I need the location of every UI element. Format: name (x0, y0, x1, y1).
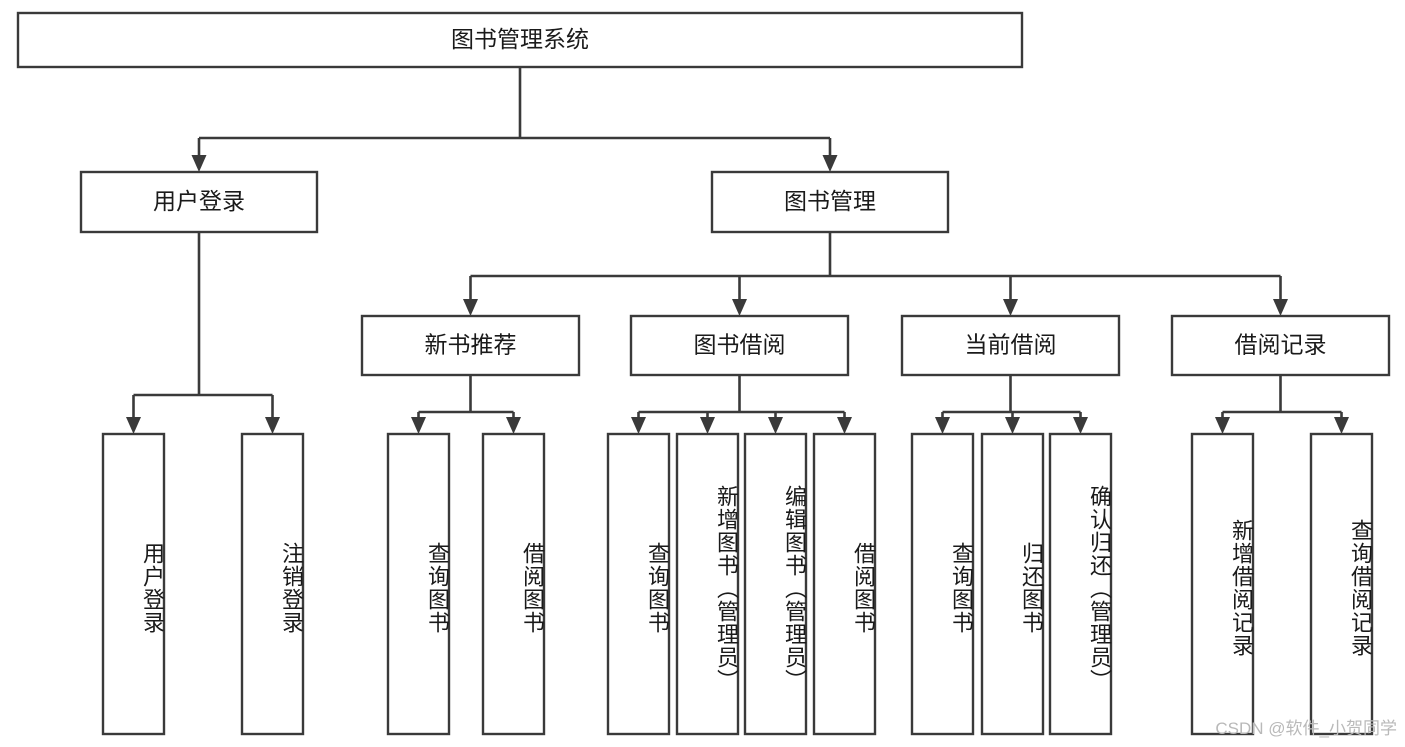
arrowhead-icon (506, 417, 521, 434)
node-box (1190, 432, 1255, 736)
node-current-borrow[interactable]: 当前借阅 (900, 314, 1121, 377)
node-label: 图书借阅 (694, 332, 786, 358)
arrowhead-icon (265, 417, 280, 434)
node-leaf-borrow-book-1[interactable] (481, 432, 546, 736)
node-label: 用户登录 (153, 188, 245, 214)
arrowhead-icon (822, 155, 838, 172)
node-book-manage[interactable]: 图书管理 (710, 170, 950, 234)
arrowhead-icon (1215, 417, 1230, 434)
node-label: 借阅记录 (1235, 332, 1327, 358)
node-box (360, 314, 581, 377)
arrowhead-icon (768, 417, 783, 434)
node-label: 当前借阅 (965, 332, 1057, 358)
node-book-borrow[interactable]: 图书借阅 (629, 314, 850, 377)
node-leaf-query-record[interactable] (1309, 432, 1374, 736)
arrowhead-icon (732, 299, 747, 316)
node-label: 图书管理 (784, 188, 876, 214)
arrowhead-icon (1073, 417, 1088, 434)
node-box (629, 314, 850, 377)
node-user-login[interactable]: 用户登录 (79, 170, 319, 234)
node-leaf-query-book-3[interactable] (910, 432, 975, 736)
node-box (101, 432, 166, 736)
node-box (910, 432, 975, 736)
node-box (16, 11, 1024, 69)
node-leaf-logout[interactable] (240, 432, 305, 736)
connectors-layer (126, 67, 1349, 434)
node-box (900, 314, 1121, 377)
node-leaf-add-record[interactable] (1190, 432, 1255, 736)
arrowhead-icon (700, 417, 715, 434)
node-box (481, 432, 546, 736)
node-root[interactable]: 图书管理系统 (16, 11, 1024, 69)
node-leaf-query-book-2[interactable] (606, 432, 671, 736)
watermark: CSDN @软件_小贺同学 (1215, 719, 1397, 738)
node-box (710, 170, 950, 234)
node-box (1170, 314, 1391, 377)
arrowhead-icon (1003, 299, 1018, 316)
arrowhead-icon (411, 417, 426, 434)
arrowhead-icon (631, 417, 646, 434)
node-box (812, 432, 877, 736)
node-label: 图书管理系统 (451, 26, 589, 52)
node-leaf-edit-book[interactable] (743, 432, 808, 736)
node-leaf-borrow-book-2[interactable] (812, 432, 877, 736)
arrowhead-icon (463, 299, 478, 316)
node-leaf-query-book-1[interactable] (386, 432, 451, 736)
node-box (1309, 432, 1374, 736)
arrowhead-icon (935, 417, 950, 434)
arrowhead-icon (1273, 299, 1288, 316)
node-box (980, 432, 1045, 736)
node-leaf-return-book[interactable] (980, 432, 1045, 736)
node-leaf-user-login[interactable] (101, 432, 166, 736)
arrowhead-icon (1005, 417, 1020, 434)
arrowhead-icon (126, 417, 141, 434)
node-label: 新书推荐 (425, 332, 517, 358)
arrowhead-icon (191, 155, 207, 172)
node-leaf-confirm-return[interactable] (1048, 432, 1113, 736)
arrowhead-icon (837, 417, 852, 434)
arrowhead-icon (1334, 417, 1349, 434)
node-borrow-record[interactable]: 借阅记录 (1170, 314, 1391, 377)
node-box (606, 432, 671, 736)
node-box (386, 432, 451, 736)
node-leaf-add-book[interactable] (675, 432, 740, 736)
node-box (743, 432, 808, 736)
node-box (1048, 432, 1113, 736)
node-box (240, 432, 305, 736)
node-box (79, 170, 319, 234)
node-new-book-recommend[interactable]: 新书推荐 (360, 314, 581, 377)
node-box (675, 432, 740, 736)
